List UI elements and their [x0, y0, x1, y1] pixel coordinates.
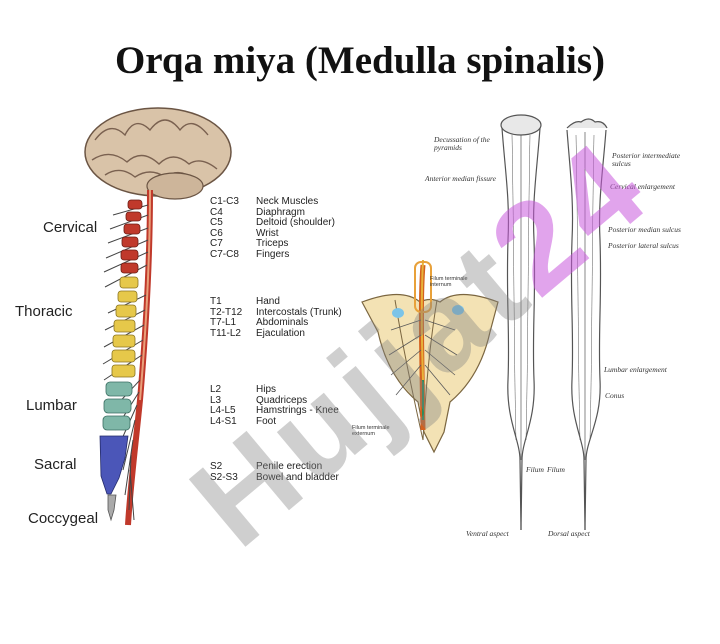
function-label: Foot [256, 415, 277, 427]
filum-label-dorsal: Filum [547, 465, 565, 474]
filum-internum-label: Filum terminale internum [430, 276, 468, 288]
function-label: Wrist [256, 227, 279, 239]
function-label: Fingers [256, 248, 290, 260]
lumbar-enlargement-label: Lumbar enlargement [604, 365, 667, 374]
coccyx [107, 494, 117, 522]
anterior-median-fissure-label: Anterior median fissure [425, 174, 496, 183]
segment-label: C7 [210, 238, 223, 250]
lumbar-vertebrae [102, 381, 133, 431]
filum-label-ventral: Filum [526, 465, 544, 474]
region-lumbar: Lumbar [26, 397, 77, 414]
segment-label: T1 [210, 296, 222, 307]
cervical-enlargement-label: Cervical enlargement [610, 182, 675, 191]
nerve-row: L3 Quadriceps [210, 394, 339, 407]
segment-label: C6 [210, 227, 223, 239]
function-label: Deltoid (shoulder) [256, 217, 335, 229]
segment-label: C5 [210, 217, 223, 229]
function-label: Neck Muscles [256, 196, 319, 207]
segment-label: C4 [210, 206, 223, 218]
function-label: Hips [256, 384, 277, 395]
function-label: Diaphragm [256, 206, 305, 218]
function-label: Ejaculation [256, 327, 305, 339]
function-label: Hand [256, 296, 280, 307]
sacral-vertebrae [99, 435, 129, 495]
nerve-row: T11-L2 Ejaculation [210, 327, 342, 340]
nerve-row: T2-T12 Intercostals (Trunk) [210, 306, 342, 319]
function-label: Triceps [256, 238, 289, 250]
nerve-row: C4 Diaphragm [210, 206, 335, 219]
nerve-row: T1 Hand [210, 296, 342, 308]
dorsal-aspect-label: Dorsal aspect [548, 529, 590, 538]
cord-ventral-aspect [500, 114, 542, 531]
nerve-row: L4-L5 Hamstrings - Knee [210, 406, 339, 417]
segment-label: C1-C3 [210, 196, 239, 207]
segment-label: T7-L1 [210, 317, 237, 329]
segment-label: L4-S1 [210, 415, 237, 427]
ventral-aspect-label: Ventral aspect [466, 529, 509, 538]
conus-label: Conus [605, 391, 625, 400]
region-sacral: Sacral [34, 456, 77, 473]
function-label: Bowel and bladder [256, 471, 339, 483]
function-label: Quadriceps [256, 394, 308, 406]
nerve-group-cervical: C1-C3 Neck Muscles C4 Diaphragm C5 Deltoid … [210, 196, 335, 261]
page-title: Orqa miya (Medulla spinalis) [114, 39, 606, 82]
function-label: Penile erection [256, 461, 323, 472]
region-thoracic: Thoracic [15, 303, 73, 320]
nerve-row: S2-S3 Bowel and bladder [210, 471, 339, 484]
decussation-label: Decussation of the pyramids [434, 135, 490, 152]
cord-dorsal-aspect [566, 118, 608, 531]
nerve-row: C7 Triceps [210, 239, 335, 250]
nerve-row: C6 Wrist [210, 227, 335, 240]
region-cervical: Cervical [43, 219, 98, 236]
nerve-row: C1-C3 Neck Muscles [210, 196, 335, 208]
segment-label: S2 [210, 461, 223, 472]
thoracic-vertebrae [111, 276, 139, 378]
function-label: Hamstrings - Knee [256, 405, 339, 417]
segment-label: C7-C8 [210, 248, 239, 260]
sacrum-illustration [361, 259, 499, 454]
segment-label: T11-L2 [210, 327, 241, 339]
nerve-group-sacral: S2 Penile erection S2-S3 Bowel and bladder [210, 461, 339, 484]
segment-label: L3 [210, 394, 222, 406]
cervical-vertebrae [120, 199, 143, 274]
nerve-row: L2 Hips [210, 384, 339, 396]
posterior-lateral-sulcus-label: Posterior lateral sulcus [608, 241, 679, 250]
nerve-row: S2 Penile erection [210, 461, 339, 473]
brain-illustration [84, 107, 232, 200]
nerve-row: L4-S1 Foot [210, 415, 339, 428]
nerve-row: C5 Deltoid (shoulder) [210, 218, 335, 229]
function-label: Intercostals (Trunk) [256, 306, 342, 318]
region-coccygeal: Coccygeal [28, 510, 99, 527]
nerve-group-lumbar: L2 Hips L3 Quadriceps L4-L5 Hamstrings - Kn… [210, 384, 339, 428]
posterior-intermediate-sulcus-label: Posterior intermediate sulcus [612, 151, 681, 168]
function-label: Abdominals [256, 317, 309, 329]
nerve-row: C7-C8 Fingers [210, 248, 335, 261]
nerve-group-thoracic: T1 Hand T2-T12 Intercostals (Trunk) T7-L1 A… [210, 296, 342, 340]
spine-illustration [84, 107, 608, 531]
segment-label: L2 [210, 384, 222, 395]
segment-label: L4-L5 [210, 405, 236, 417]
posterior-median-sulcus-label: Posterior median sulcus [608, 225, 681, 234]
nerve-row: T7-L1 Abdominals [210, 318, 342, 329]
segment-label: T2-T12 [210, 306, 243, 318]
segment-label: S2-S3 [210, 471, 238, 483]
filum-externum-label: Filum terminale externum [352, 425, 390, 437]
